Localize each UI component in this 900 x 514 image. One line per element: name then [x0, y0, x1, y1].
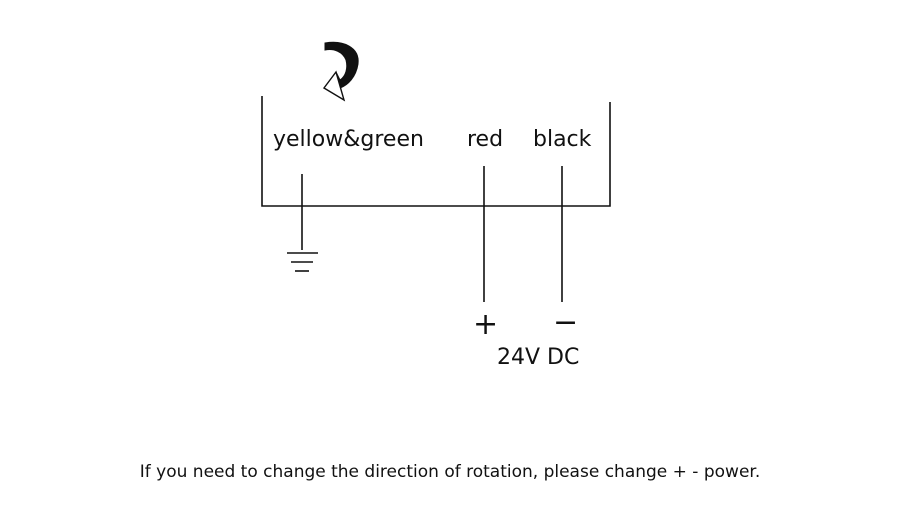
minus-symbol: − [553, 305, 579, 340]
voltage-label: 24V DC [497, 345, 580, 370]
enclosure-outline [261, 96, 611, 207]
ground-wire-label: yellow&green [273, 127, 424, 152]
curved-arrow-icon [322, 41, 359, 102]
negative-wire-label: black [533, 127, 592, 152]
ground-icon [287, 252, 318, 272]
plus-symbol: + [473, 307, 499, 342]
rotation-note: If you need to change the direction of r… [139, 462, 761, 482]
positive-wire-label: red [467, 127, 504, 152]
